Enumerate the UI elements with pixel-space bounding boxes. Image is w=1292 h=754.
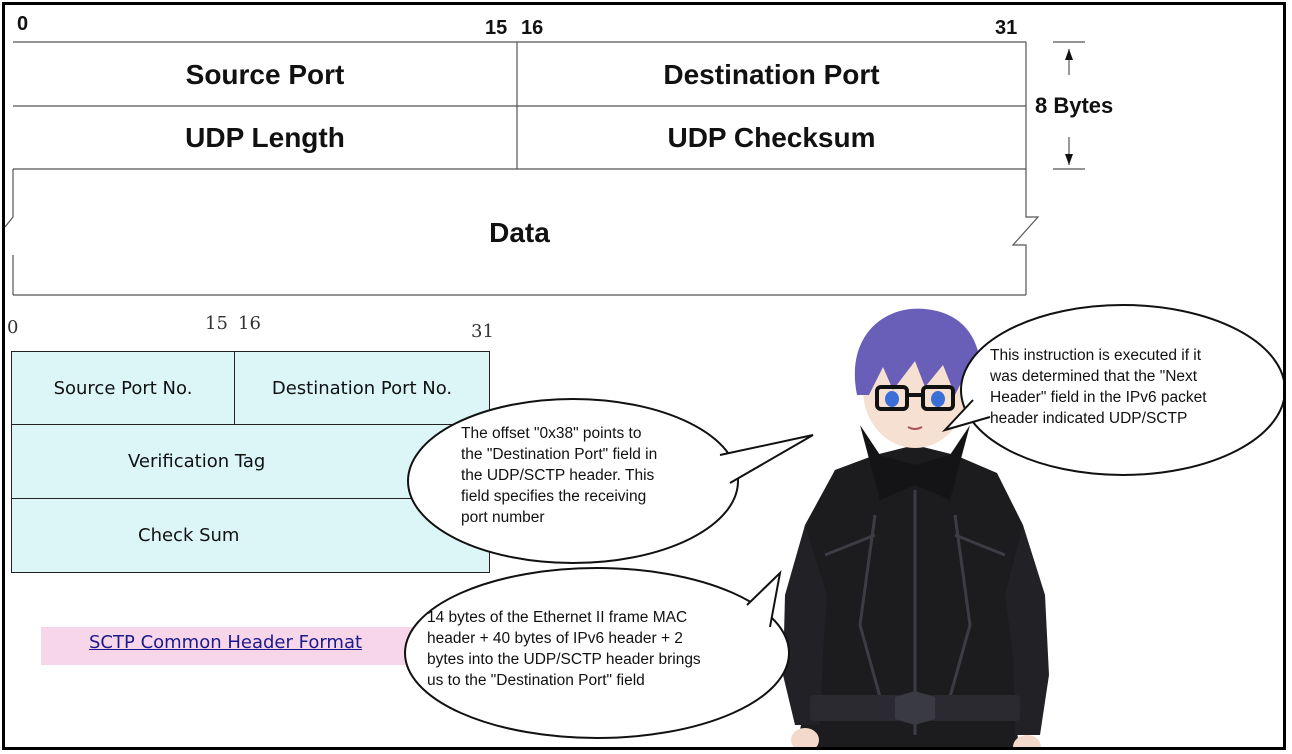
speech-bubbles-layer (404, 304, 1283, 739)
size-label: 8 Bytes (1035, 93, 1114, 118)
udp-source-port: Source Port (185, 58, 345, 90)
sctp-bit-31: 31 (471, 321, 494, 342)
udp-bit-16: 16 (521, 17, 544, 39)
link-highlight (41, 627, 421, 665)
sctp-source-port: Source Port No. (11, 351, 235, 425)
udp-checksum: UDP Checksum (667, 122, 876, 153)
bubble-text-line: bytes into the UDP/SCTP header brings (427, 651, 701, 668)
sctp-bit-16: 16 (238, 313, 261, 334)
udp-bit-31: 31 (995, 17, 1018, 39)
udp-bit-15: 15 (485, 17, 508, 39)
bubble-text-line: The offset "0x38" points to (461, 425, 642, 442)
bubble-top-right: This instruction is executed if it was d… (990, 345, 1270, 429)
bubble-text-line: the UDP/SCTP header. This (461, 467, 655, 484)
udp-destination-port: Destination Port (663, 58, 880, 90)
bubble-text-line: header + 40 bytes of IPv6 header + 2 (427, 630, 683, 647)
sctp-bit-0: 0 (7, 317, 19, 338)
anime-character-figure (783, 308, 1049, 747)
bubble-bottom: 14 bytes of the Ethernet II frame MAC he… (427, 607, 777, 691)
bubble-text-line: us to the "Destination Port" field (427, 672, 645, 689)
bubble-text-line: 14 bytes of the Ethernet II frame MAC (427, 609, 688, 626)
bubble-text-line: field specifies the receiving (461, 488, 647, 505)
sctp-destination-port: Destination Port No. (234, 351, 490, 425)
udp-bit-0: 0 (17, 13, 29, 35)
arrow-up-icon (1065, 49, 1073, 60)
udp-header-grid (5, 41, 1085, 296)
bubble-text-line: the "Destination Port" field in (461, 446, 658, 463)
arrow-down-icon (1065, 154, 1073, 165)
sctp-header-format-link[interactable]: SCTP Common Header Format (89, 632, 363, 653)
bubble-text-line: header indicated UDP/SCTP (990, 410, 1188, 427)
sctp-check-sum: Check Sum (11, 498, 490, 573)
bubble-middle: The offset "0x38" points to the "Destina… (461, 423, 721, 528)
bubble-text-line: This instruction is executed if it (990, 347, 1202, 364)
udp-length: UDP Length (185, 122, 345, 153)
bubble-text-line: was determined that the "Next (990, 368, 1198, 385)
bubble-text-line: port number (461, 509, 545, 526)
bubble-text-line: Header" field in the IPv6 packet (990, 389, 1207, 406)
sctp-bit-15: 15 (205, 313, 228, 334)
udp-data: Data (489, 216, 550, 248)
